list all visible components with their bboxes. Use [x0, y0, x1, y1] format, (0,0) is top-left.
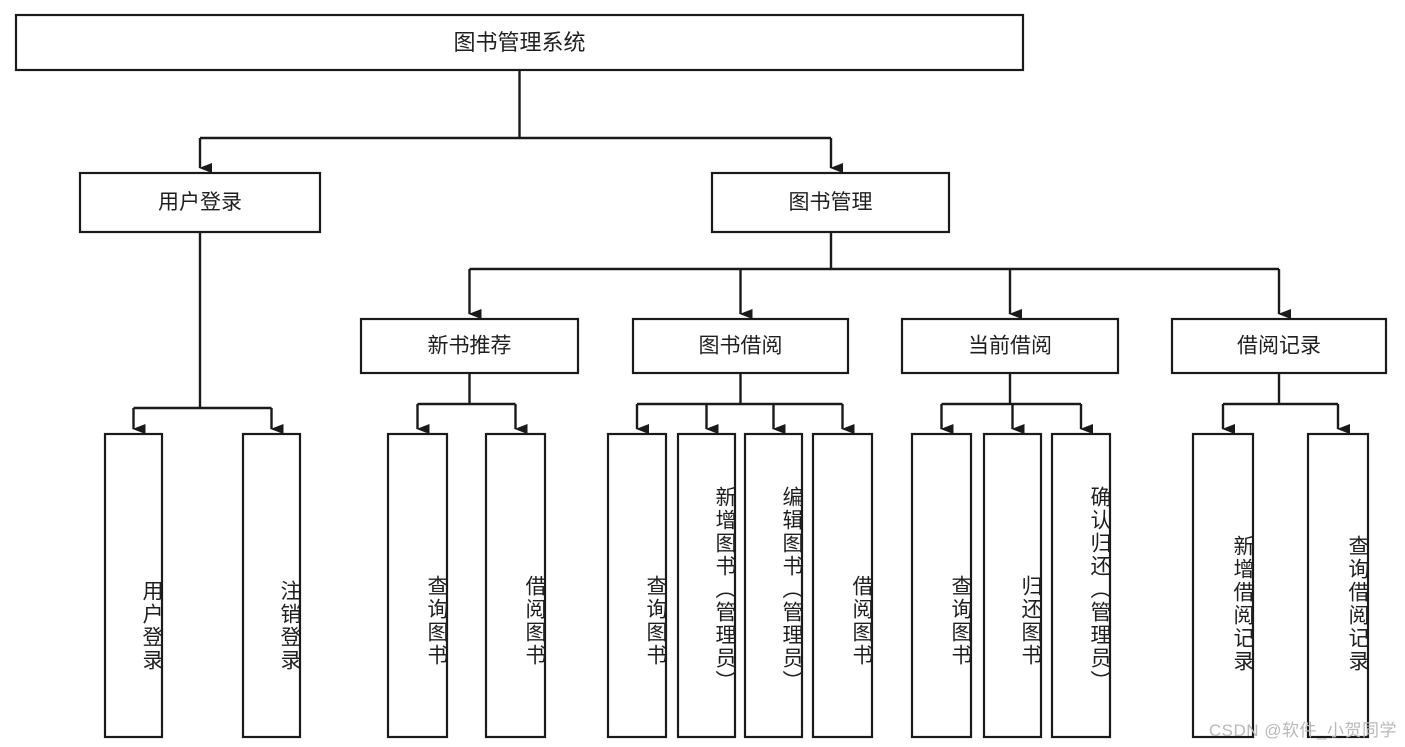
- node-leaf-borrow-book-2-box[interactable]: [811, 432, 874, 739]
- node-current-borrow-label: 当前借阅: [968, 335, 1052, 358]
- connector-group-current-borrow: [940, 373, 1093, 434]
- node-current-borrow-box[interactable]: [900, 317, 1120, 375]
- node-book-borrow-label: 图书借阅: [699, 335, 783, 358]
- node-new-book-recommend[interactable]: 新书推荐: [359, 317, 580, 375]
- node-borrow-record[interactable]: 借阅记录: [1170, 317, 1388, 375]
- node-leaf-add-borrow-record-box[interactable]: [1191, 432, 1255, 739]
- connector-group-book-borrow: [635, 373, 855, 434]
- node-leaf-query-book-3-box[interactable]: [910, 432, 973, 739]
- node-leaf-user-login-box[interactable]: [103, 432, 164, 739]
- node-leaf-query-book-2-box[interactable]: [606, 432, 668, 739]
- node-user-login-box[interactable]: [78, 171, 322, 234]
- node-book-management[interactable]: 图书管理: [710, 171, 951, 234]
- connector-group-book-management: [468, 232, 1291, 319]
- node-root-label: 图书管理系统: [453, 30, 585, 55]
- node-leaf-query-borrow-record-box[interactable]: [1306, 432, 1370, 739]
- connector-group-root: [198, 70, 843, 173]
- node-new-book-recommend-box[interactable]: [359, 317, 580, 375]
- node-book-borrow-box[interactable]: [631, 317, 850, 375]
- node-user-login[interactable]: 用户登录: [78, 171, 322, 234]
- node-borrow-record-box[interactable]: [1170, 317, 1388, 375]
- leaf-box-group: [103, 432, 1370, 739]
- node-borrow-record-label: 借阅记录: [1237, 335, 1321, 358]
- node-leaf-query-book-1-box[interactable]: [386, 432, 449, 739]
- node-root[interactable]: 图书管理系统: [14, 13, 1025, 72]
- connector-group-borrow-record: [1221, 373, 1350, 434]
- node-book-borrow[interactable]: 图书借阅: [631, 317, 850, 375]
- node-leaf-edit-book-admin-box[interactable]: [743, 432, 804, 739]
- node-leaf-borrow-book-1-box[interactable]: [484, 432, 547, 739]
- connector-group-new-book-recommend: [416, 373, 528, 434]
- node-new-book-recommend-label: 新书推荐: [428, 335, 512, 358]
- node-book-management-label: 图书管理: [789, 191, 873, 214]
- node-leaf-logout-login-box[interactable]: [241, 432, 302, 739]
- node-leaf-add-book-admin-box[interactable]: [676, 432, 737, 739]
- node-leaf-return-book-box[interactable]: [982, 432, 1043, 739]
- node-book-management-box[interactable]: [710, 171, 951, 234]
- node-leaf-confirm-return-admin-box[interactable]: [1050, 432, 1112, 739]
- node-user-login-label: 用户登录: [158, 191, 242, 214]
- csdn-watermark: CSDN @软件_小贺同学: [1208, 721, 1397, 740]
- connector-group-user-login: [132, 232, 284, 434]
- node-current-borrow[interactable]: 当前借阅: [900, 317, 1120, 375]
- node-root-box[interactable]: [14, 13, 1025, 72]
